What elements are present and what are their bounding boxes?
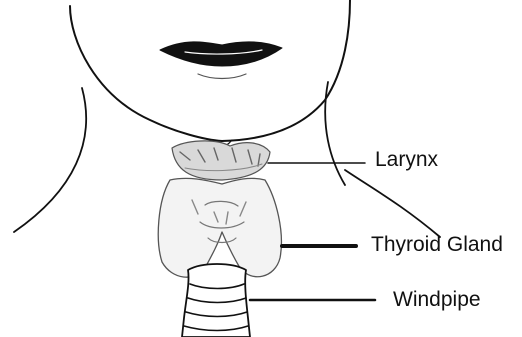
lips-icon	[160, 42, 282, 79]
larynx-label: Larynx	[375, 149, 438, 170]
larynx-shape	[172, 141, 270, 180]
thyroid-gland-label: Thyroid Gland	[371, 234, 503, 255]
windpipe-label: Windpipe	[393, 289, 481, 310]
windpipe-shape	[182, 264, 250, 337]
thyroid-gland-shape	[158, 178, 281, 277]
face-outline-icon	[70, 0, 350, 141]
